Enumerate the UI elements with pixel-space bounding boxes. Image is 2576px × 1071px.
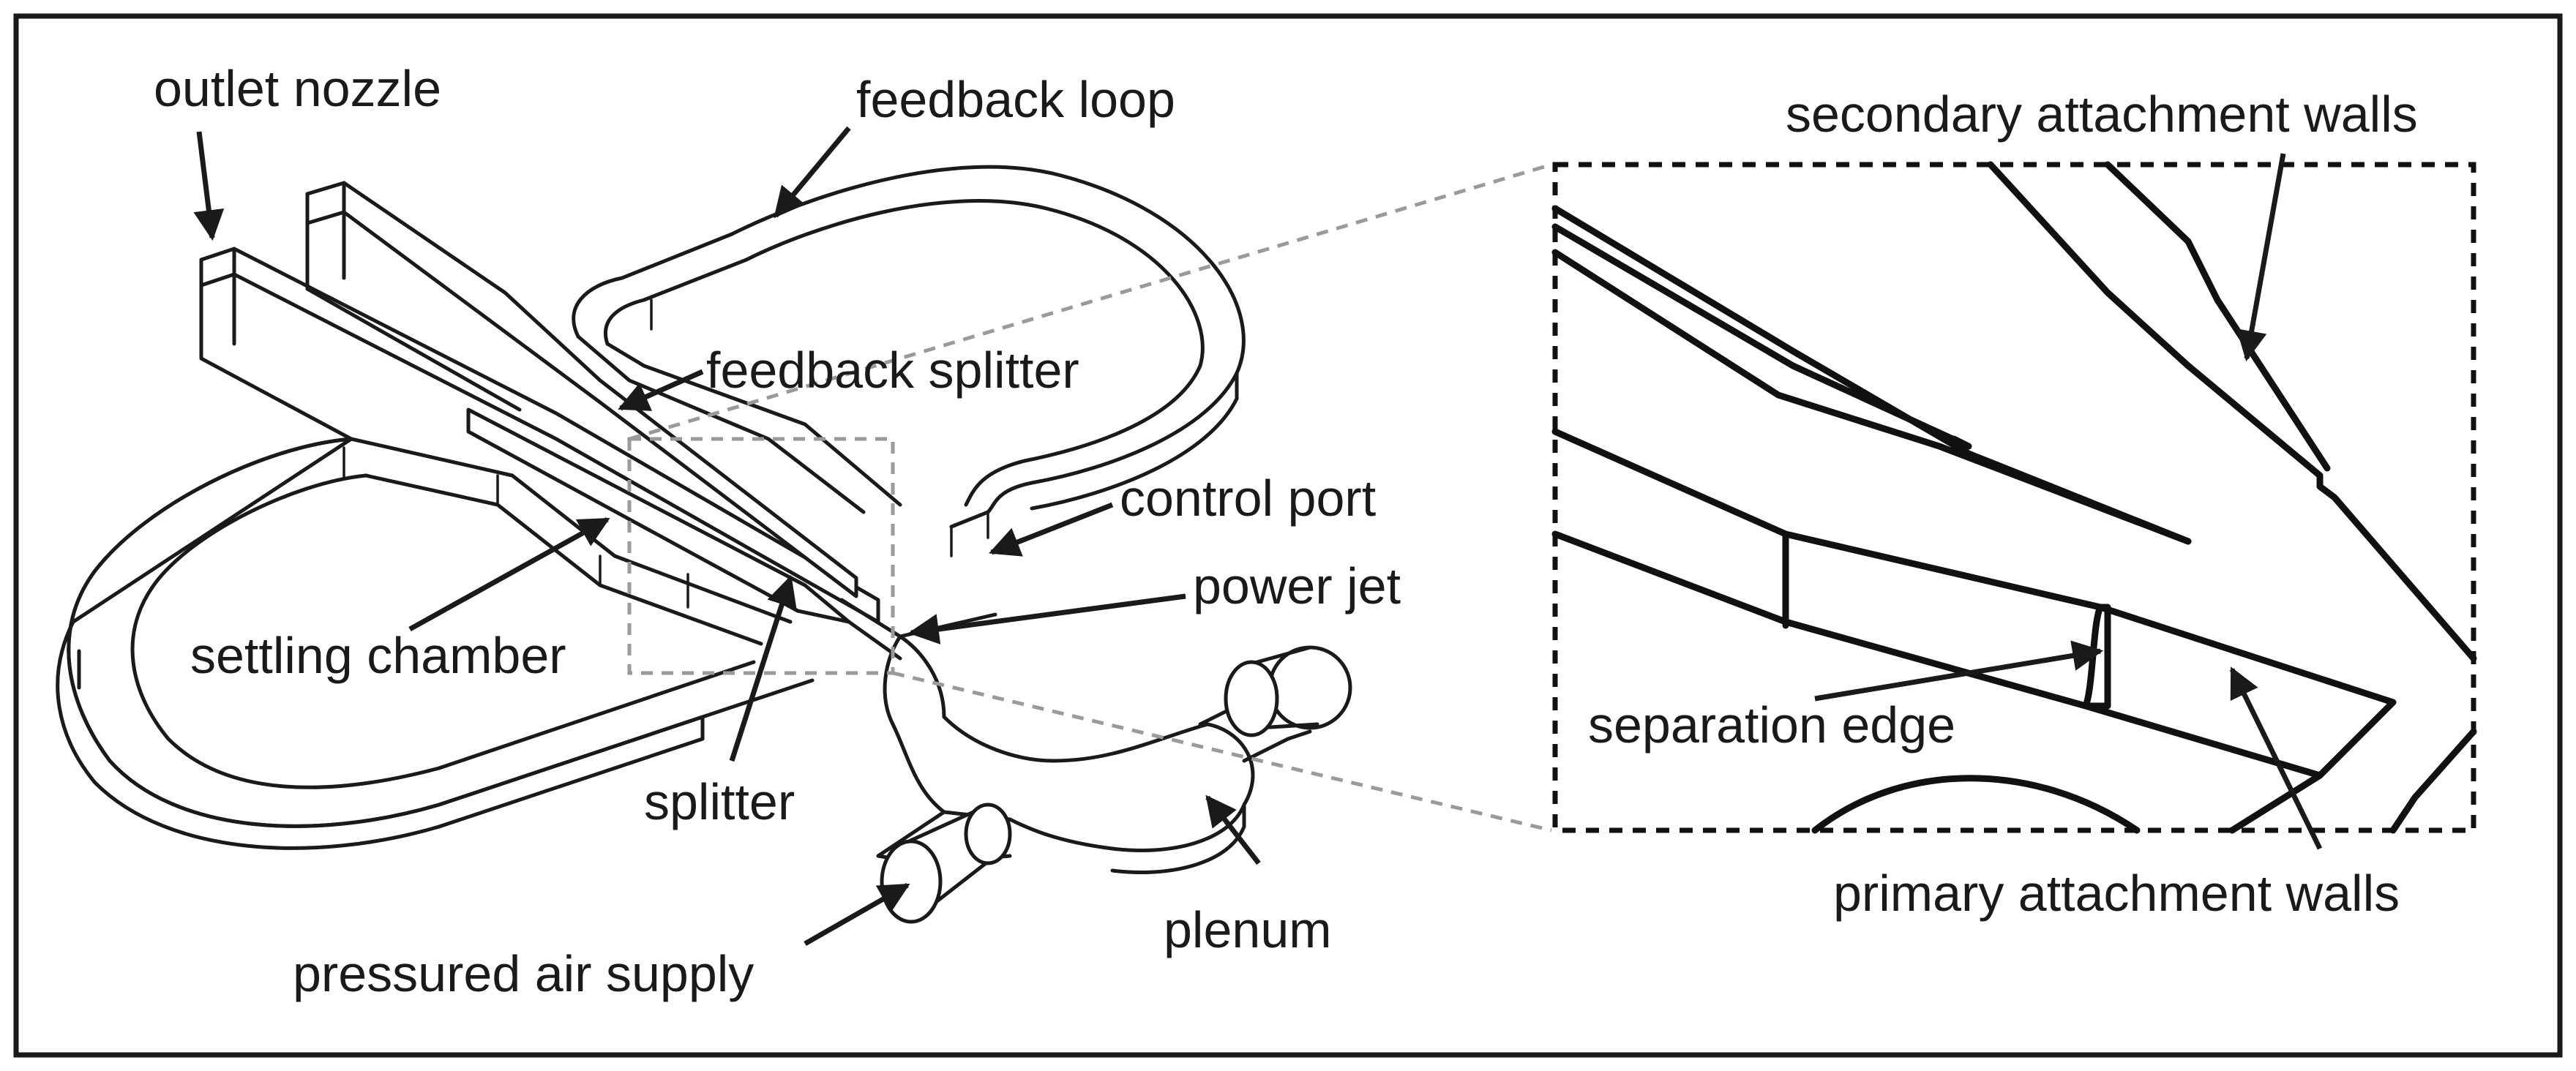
plenum-body — [876, 634, 1255, 874]
label-power-jet: power jet — [1193, 557, 1401, 615]
zoom-inset-frame — [1552, 162, 2476, 833]
figure-frame — [13, 13, 2563, 1058]
label-pressured-air-supply: pressured air supply — [293, 945, 754, 1002]
oscillator-device — [56, 165, 1352, 924]
label-splitter: splitter — [644, 773, 795, 830]
supply-tube-left — [880, 803, 1012, 924]
leader-arrows — [193, 126, 2323, 947]
zoom-inset — [1551, 161, 2477, 834]
label-outlet-nozzle: outlet nozzle — [154, 60, 441, 117]
label-primary-attachment-walls: primary attachment walls — [1833, 865, 2400, 922]
label-separation-edge: separation edge — [1588, 696, 1955, 754]
zoom-projection-bottom — [892, 671, 1552, 833]
label-secondary-attachment-walls: secondary attachment walls — [1786, 86, 2418, 143]
label-feedback-splitter: feedback splitter — [706, 342, 1079, 399]
upper-feedback-loop — [572, 165, 1246, 557]
supply-tube-right — [1198, 645, 1352, 763]
label-settling-chamber: settling chamber — [190, 627, 566, 684]
label-control-port: control port — [1120, 470, 1376, 527]
label-plenum: plenum — [1164, 901, 1332, 958]
splitter-wedge — [466, 407, 851, 624]
lower-feedback-loop — [56, 437, 815, 850]
label-feedback-loop: feedback loop — [856, 71, 1175, 128]
zoom-projection-top — [629, 162, 1552, 441]
